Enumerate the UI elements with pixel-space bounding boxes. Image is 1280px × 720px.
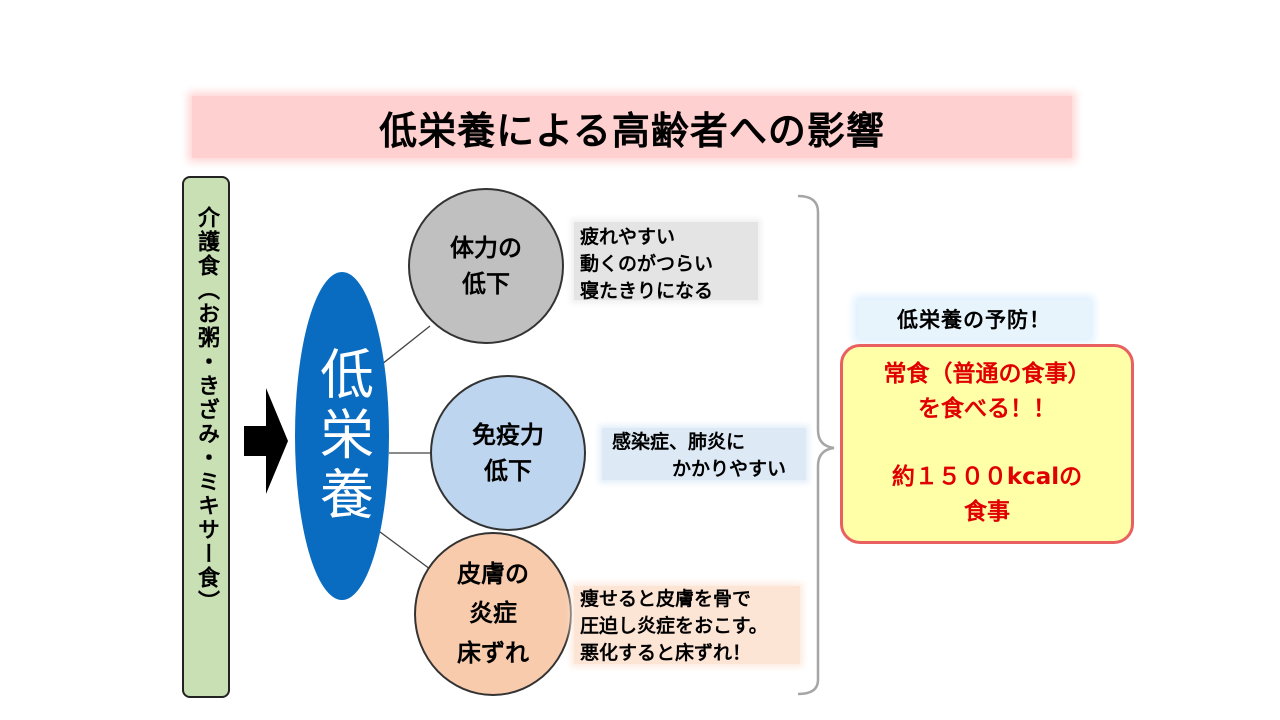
care-food-box: 介護食（お粥・きざみ・ミキサー食） [182,176,230,698]
effect-circle-stamina: 体力の 低下 [408,188,564,344]
prevention-line-3: 約１５００kcalの [891,464,1083,490]
effect-circle-skin: 皮膚の 炎症 床ずれ [414,532,572,696]
malnutrition-oval: 低栄養 [295,272,389,600]
right-brace [797,194,835,696]
note-1-line-3: 寝たきりになる [580,279,714,302]
prevention-heading: 低栄養の予防！ [858,300,1090,338]
circle-1-line-2: 低下 [462,270,510,298]
prevention-line-2: を食べる！！ [918,395,1056,422]
note-1-line-2: 動くのがつらい [580,252,714,275]
connector-line-3 [371,525,435,573]
malnutrition-label: 低栄養 [310,346,374,526]
note-3-line-3: 悪化すると床ずれ！ [580,641,752,664]
effect-note-skin: 痩せると皮膚を骨で 圧迫し炎症をおこす。 悪化すると床ずれ！ [574,586,800,664]
circle-2-line-1: 免疫力 [472,421,544,449]
prevention-line-4: 食事 [964,498,1010,525]
effect-note-stamina: 疲れやすい 動くのがつらい 寝たきりになる [574,222,758,302]
circle-1-line-1: 体力の [450,234,522,262]
circle-3-line-3: 床ずれ [457,638,529,667]
effect-note-immunity: 感染症、肺炎に かかりやすい [602,428,806,480]
title-banner: 低栄養による高齢者への影響 [192,96,1072,158]
note-3-line-2: 圧迫し炎症をおこす。 [580,614,768,637]
circle-3-line-1: 皮膚の [457,559,529,588]
note-1-line-1: 疲れやすい [580,226,676,248]
prevention-box: 常食（普通の食事） を食べる！！ 約１５００kcalの 食事 [840,344,1134,544]
note-2-line-1: 感染症、肺炎に [612,431,746,453]
care-food-label: 介護食（お粥・きざみ・ミキサー食） [194,206,219,614]
note-3-line-1: 痩せると皮膚を骨で [580,588,752,610]
effect-circle-immunity: 免疫力 低下 [430,375,586,531]
note-2-line-2: かかりやすい [671,457,786,480]
page-title: 低栄養による高齢者への影響 [379,108,885,153]
prevention-line-1: 常食（普通の食事） [883,361,1091,387]
circle-2-line-2: 低下 [484,457,532,485]
right-arrow-icon [244,388,288,494]
circle-3-line-2: 炎症 [469,599,517,628]
